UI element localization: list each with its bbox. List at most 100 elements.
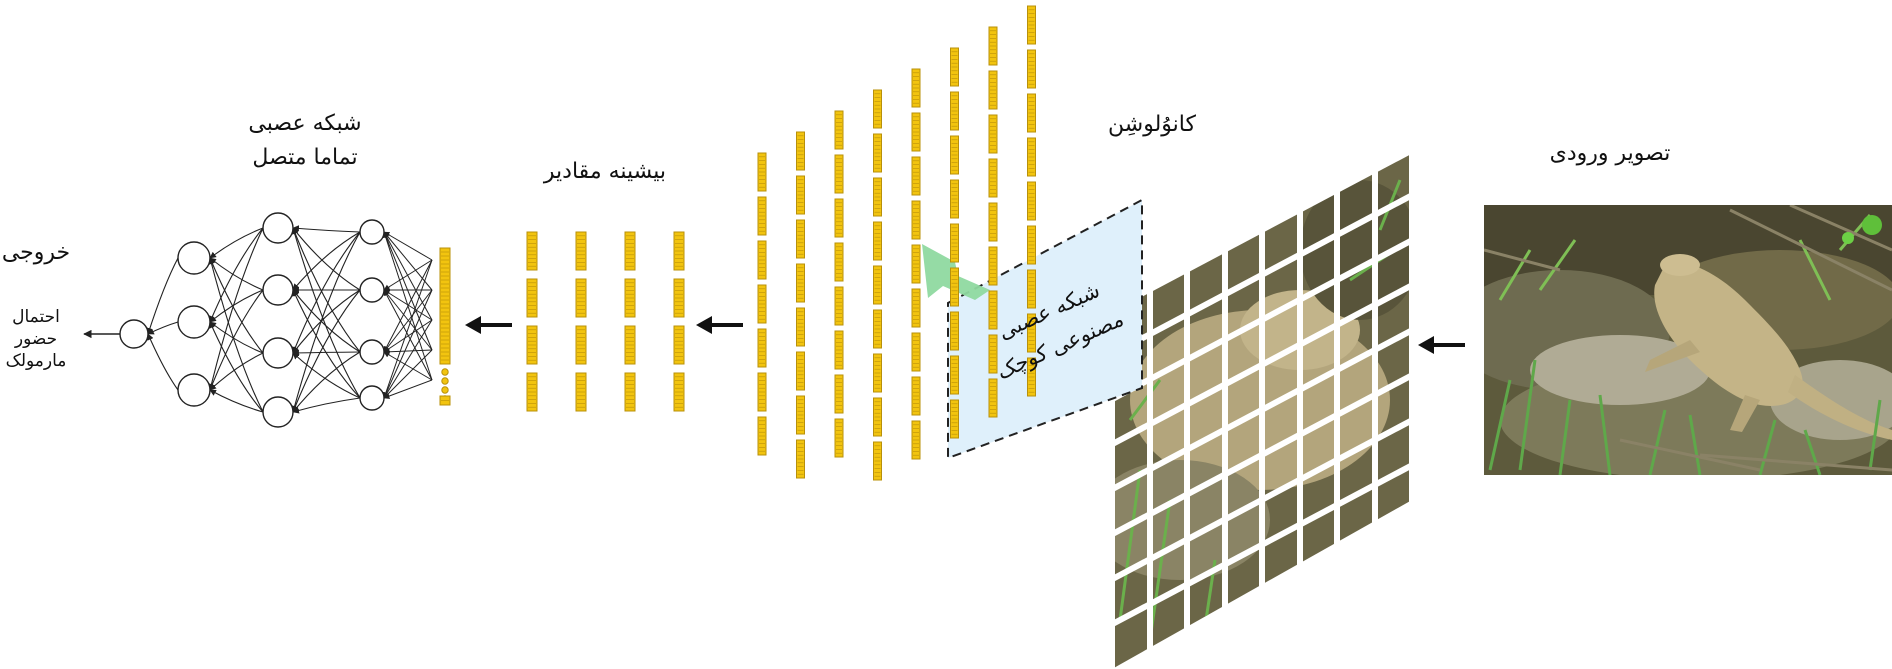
fully-connected-network (83, 212, 433, 428)
fc-connection (383, 348, 433, 355)
feature-block (873, 133, 882, 173)
pool-block (624, 231, 636, 271)
fc-connection (292, 397, 361, 414)
fc-neuron (177, 305, 211, 339)
prob-line-1: احتمال (12, 307, 60, 327)
fc-connection (209, 257, 264, 291)
fc-connection (208, 257, 264, 413)
fc-connection (292, 231, 361, 354)
feature-block (796, 439, 805, 479)
pool-block (526, 325, 538, 365)
feature-map-columns (757, 5, 1036, 481)
vector-end-block (439, 395, 451, 406)
feature-block (873, 309, 882, 349)
pool-block (526, 231, 538, 271)
fc-connection (383, 349, 433, 399)
feature-block (796, 307, 805, 347)
feature-block (1027, 49, 1036, 89)
fc-connection (292, 231, 361, 291)
fc-connection (291, 231, 361, 413)
pool-block (673, 278, 685, 318)
fc-neuron (262, 396, 294, 428)
feature-block (796, 175, 805, 215)
fc-connection (146, 257, 179, 335)
feature-block (796, 351, 805, 391)
feature-block (757, 372, 767, 412)
pool-block (673, 231, 685, 271)
feature-block (1027, 5, 1036, 45)
fc-connection (383, 351, 433, 381)
fc-neuron (359, 385, 385, 411)
feature-block (988, 246, 998, 286)
feature-block (757, 152, 767, 192)
feature-block (873, 441, 882, 481)
fc-neuron (262, 337, 294, 369)
fc-connection (383, 289, 433, 353)
fc-neuron (177, 241, 211, 275)
pool-block (575, 231, 587, 271)
fc-connection (209, 389, 264, 413)
feature-block (796, 263, 805, 303)
feature-block (796, 219, 805, 259)
label-fc-line-1: شبکه عصبی (248, 111, 362, 136)
feature-block (911, 112, 921, 152)
fc-connection (209, 227, 264, 259)
input-photo (1484, 205, 1892, 475)
vector-dot (441, 377, 449, 385)
fc-neuron (359, 219, 385, 245)
feature-block (988, 378, 998, 418)
label-fc-line-2: تماما متصل (252, 145, 358, 170)
fc-connection (209, 289, 264, 391)
feature-block (911, 332, 921, 372)
feature-block (950, 223, 959, 263)
max-pooling-columns (526, 231, 685, 412)
fc-connection (209, 352, 264, 391)
fc-connection (383, 231, 433, 351)
feature-block (911, 376, 921, 416)
fc-neuron (262, 274, 294, 306)
fc-connection (382, 259, 433, 399)
vector-block (439, 247, 451, 365)
feature-block (834, 330, 844, 370)
feature-block (988, 334, 998, 374)
fc-connection (383, 231, 433, 321)
vector-dot (441, 386, 449, 394)
feature-block (834, 110, 844, 150)
label-fully-connected: شبکه عصبی تماما متصل (205, 107, 405, 175)
feature-block (950, 179, 959, 219)
pool-block (673, 372, 685, 412)
fc-connection (147, 333, 179, 391)
feature-block (757, 416, 767, 456)
fc-connection (292, 289, 361, 353)
feature-block (988, 290, 998, 330)
fc-connection (383, 259, 433, 291)
fc-neuron (359, 339, 385, 365)
fc-connection (292, 351, 361, 413)
feature-block (950, 267, 959, 307)
fc-connection (292, 289, 361, 413)
feature-block (911, 244, 921, 284)
feature-block (950, 135, 959, 175)
feature-block (911, 200, 921, 240)
feature-block (757, 240, 767, 280)
feature-block (757, 284, 767, 324)
feature-block (757, 196, 767, 236)
fc-connection (291, 227, 361, 399)
feature-block (873, 265, 882, 305)
feature-block (834, 198, 844, 238)
label-convolution: کانوُلوشِن (1108, 112, 1196, 137)
feature-block (873, 353, 882, 393)
vector-dot (441, 368, 449, 376)
feature-block (1027, 137, 1036, 177)
pool-block (526, 372, 538, 412)
feature-block (873, 397, 882, 437)
flattened-vector (439, 247, 451, 406)
feature-block (1027, 357, 1036, 397)
feature-block (911, 288, 921, 328)
feature-block (1027, 93, 1036, 133)
feature-block (911, 68, 921, 108)
fc-connection (383, 289, 433, 381)
fc-neuron (359, 277, 385, 303)
feature-block (796, 131, 805, 171)
